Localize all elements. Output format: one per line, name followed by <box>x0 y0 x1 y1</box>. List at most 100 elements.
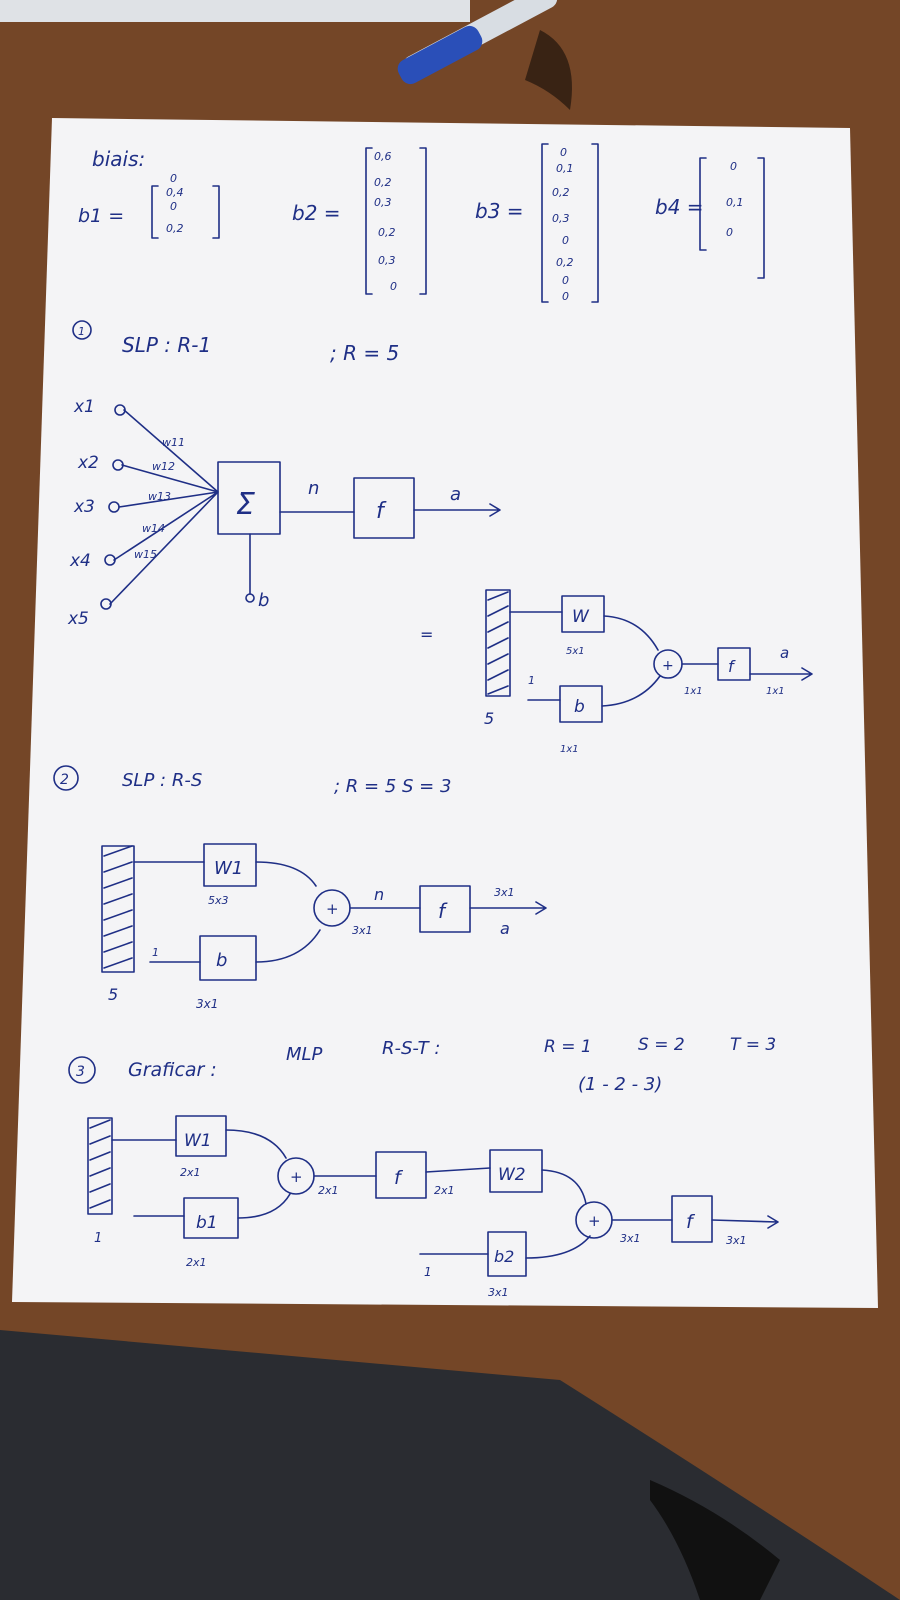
sum-box <box>217 461 281 535</box>
b4-entry: 0 <box>726 226 733 239</box>
b3-entry: 0,1 <box>556 162 574 175</box>
f-label: f <box>438 899 448 923</box>
n2-dim: 3x1 <box>620 1232 641 1245</box>
to-sum-lines <box>255 861 321 963</box>
f2-label: f <box>686 1211 696 1233</box>
sum-symbol: Σ <box>236 487 255 522</box>
b1-label: b1 = <box>78 205 124 227</box>
b3-entry: 0 <box>560 146 567 159</box>
w2-box <box>489 1149 543 1193</box>
n-label: n <box>308 478 319 499</box>
w-box <box>561 595 605 633</box>
section-1-cond: ; R = 5 <box>330 341 399 365</box>
bias-node <box>245 593 255 603</box>
pen-icon <box>397 0 558 85</box>
a-label-matrix: a <box>780 644 789 662</box>
f2-box <box>671 1195 713 1243</box>
equals-sign: = <box>420 625 433 644</box>
section-3-title: Graficar : <box>128 1059 217 1081</box>
b1-bracket-left <box>151 185 159 239</box>
f1-label: f <box>394 1167 404 1189</box>
n1-dim: 2x1 <box>318 1184 339 1197</box>
weight-label: w11 <box>162 436 185 449</box>
w-label: W <box>572 607 590 627</box>
b2-bracket-left <box>365 147 373 295</box>
a-label: a <box>450 484 461 505</box>
section-3-graph: 3 Graficar : MLP R-S-T : R = 1 S = 2 T =… <box>68 1035 779 1299</box>
b4-bracket-right <box>757 157 765 279</box>
out-dim: 3x1 <box>494 886 515 899</box>
b2-entry: 0,2 <box>374 176 392 189</box>
input-dim: 5 <box>484 709 494 728</box>
one-input: 1 <box>152 946 159 959</box>
plus-label-2: + <box>588 1212 601 1230</box>
to-sum-lines <box>601 615 661 707</box>
b1-dim: 2x1 <box>186 1256 207 1269</box>
w-box <box>203 843 257 887</box>
a1-line <box>425 1167 491 1173</box>
plus-label: + <box>326 900 339 918</box>
s-value: S = 2 <box>638 1035 685 1055</box>
input-hatching <box>487 591 509 695</box>
b-dim: 1x1 <box>560 744 579 755</box>
b-dim: 3x1 <box>196 997 218 1011</box>
bias-label: b <box>258 590 269 611</box>
b2-label: b2 = <box>292 201 341 225</box>
w1-box <box>175 1115 227 1157</box>
sum-dim: 1x1 <box>684 686 703 697</box>
input-vector-bar <box>87 1117 113 1215</box>
b3-entry: 0 <box>562 290 569 303</box>
f-label-matrix: f <box>728 657 736 676</box>
b1-entry: 0 <box>170 200 177 213</box>
mlp-label: MLP <box>286 1044 323 1065</box>
b1-entry: 0,4 <box>166 186 184 199</box>
b4-bracket-left <box>699 157 707 251</box>
b4-label: b4 = <box>655 195 704 219</box>
paper-sheet <box>12 118 878 1308</box>
sequence: (1 - 2 - 3) <box>578 1074 662 1095</box>
b2-entry: 0,3 <box>374 196 392 209</box>
laptop-edge <box>0 0 470 22</box>
section-2-cond: ; R = 5 S = 3 <box>334 776 451 797</box>
one-input: 1 <box>528 674 535 687</box>
n-label: n <box>374 885 384 904</box>
b4-entry: 0 <box>730 160 737 173</box>
weight-lines <box>109 409 219 605</box>
section-2-number: 2 <box>60 772 69 788</box>
table-crack <box>650 1480 780 1600</box>
w-dim: 5x3 <box>208 894 229 907</box>
weight-label: w13 <box>148 490 171 503</box>
b1-bracket-right <box>212 185 220 239</box>
section-1-number: 1 <box>78 325 85 338</box>
input-label: x5 <box>67 609 89 629</box>
plus-label-1: + <box>290 1168 303 1186</box>
section-3-number-circle <box>68 1056 96 1084</box>
weight-label: w14 <box>142 522 165 535</box>
section-2-number-circle <box>53 765 79 791</box>
plus-label: + <box>662 658 674 674</box>
input-vector-bar <box>101 845 135 973</box>
b1-entry: 0 <box>170 172 177 185</box>
input-label: x3 <box>73 497 95 517</box>
input-dim: 1 <box>94 1231 102 1246</box>
one-input-2: 1 <box>424 1265 432 1279</box>
b2-entry: 0,3 <box>378 254 396 267</box>
t-value: T = 3 <box>730 1035 776 1055</box>
input-vector-bar <box>485 589 511 697</box>
b-label: b <box>216 950 227 971</box>
output-arrow <box>469 901 547 915</box>
b-label: b <box>574 697 585 717</box>
f-box <box>353 477 415 539</box>
a-label: a <box>500 919 510 938</box>
b3-entry: 0 <box>562 274 569 287</box>
rst-label: R-S-T : <box>382 1038 440 1059</box>
weight-label: w15 <box>134 548 157 561</box>
f-box-matrix <box>717 647 751 681</box>
b1-entry: 0,2 <box>166 222 184 235</box>
section-1-slp-r1: 1 SLP : R-1 ; R = 5 x1 x2 x3 x4 x5 w11 w… <box>67 320 813 755</box>
b3-entry: 0,2 <box>552 186 570 199</box>
b3-entry: 0,2 <box>556 256 574 269</box>
section-2-title: SLP : R-S <box>122 770 202 791</box>
b4-entry: 0,1 <box>726 196 744 209</box>
b2-entry: 0,2 <box>378 226 396 239</box>
